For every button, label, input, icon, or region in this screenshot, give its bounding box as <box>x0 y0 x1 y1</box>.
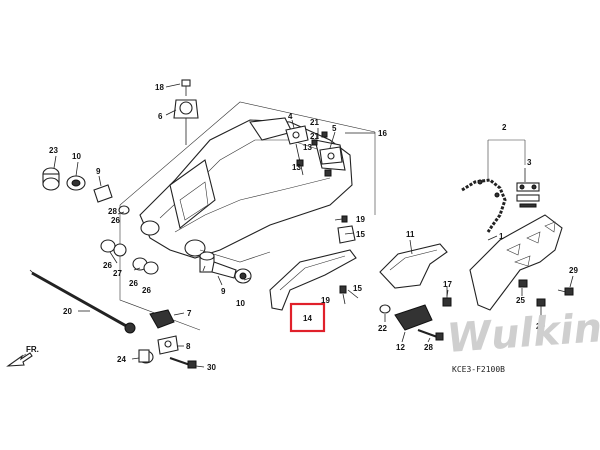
callout-25: 25 <box>516 296 525 305</box>
callout-24: 24 <box>117 355 126 364</box>
callout-30: 30 <box>207 363 216 372</box>
callout-9: 9 <box>96 167 101 176</box>
front-arrow-icon <box>6 352 33 367</box>
callout-26: 26 <box>103 261 112 270</box>
callout-26: 26 <box>129 279 138 288</box>
collar-9-upper <box>93 184 113 203</box>
callout-17: 17 <box>443 280 452 289</box>
callout-10: 10 <box>72 152 81 161</box>
callout-18: 18 <box>155 83 164 92</box>
callout-27: 27 <box>113 269 122 278</box>
callout-11: 11 <box>406 230 415 239</box>
callout-labels: 18 6 4 21 5 21 13 16 23 10 9 13 26 28 19… <box>49 83 578 372</box>
block-7 <box>149 309 175 329</box>
master-link-3 <box>516 182 540 208</box>
callout-1: 1 <box>499 232 504 241</box>
chain-guide-slider-11 <box>379 243 448 289</box>
callout-16: 16 <box>378 129 387 138</box>
callout-2: 2 <box>502 123 507 132</box>
bolt-30 <box>169 357 197 369</box>
callout-4: 4 <box>288 112 293 121</box>
callout-15: 15 <box>353 284 362 293</box>
watermark: Wulkina <box>445 303 600 362</box>
drive-chain-2 <box>461 178 507 233</box>
collar-24 <box>138 349 154 364</box>
guide-block-12 <box>394 304 433 331</box>
callout-23: 23 <box>49 146 58 155</box>
bolt-28 <box>417 329 444 341</box>
callout-7: 7 <box>187 309 192 318</box>
pivot-shaft-20 <box>29 269 136 334</box>
leader-lines <box>53 83 574 368</box>
chain-guide-1 <box>469 214 563 311</box>
bearing-10 <box>66 175 86 191</box>
bolt-18 <box>181 79 191 96</box>
callout-8: 8 <box>186 342 191 351</box>
callout-26: 26 <box>111 216 120 225</box>
callout-13: 13 <box>292 163 301 172</box>
bushing-6 <box>173 99 199 145</box>
callout-22: 22 <box>378 324 387 333</box>
bolt-25 <box>518 279 546 316</box>
collar-23 <box>42 167 60 191</box>
chain-adjuster-5 <box>311 131 343 177</box>
callout-6: 6 <box>158 112 163 121</box>
callout-28: 28 <box>108 207 117 216</box>
callout-20: 20 <box>63 307 72 316</box>
chain-adjuster-4 <box>285 125 309 176</box>
callout-15: 15 <box>356 230 365 239</box>
callout-19: 19 <box>356 215 365 224</box>
highlight-box-14 <box>289 302 326 333</box>
bolt-29 <box>557 287 574 296</box>
callout-9: 9 <box>221 287 226 296</box>
callout-19: 19 <box>321 296 330 305</box>
swingarm <box>139 117 353 263</box>
chain-slider-14 <box>269 215 357 311</box>
callout-14: 14 <box>303 314 312 323</box>
callout-3: 3 <box>527 158 532 167</box>
drawing-code: KCE3-F2100B <box>452 365 505 374</box>
collar-8 <box>157 335 179 355</box>
callout-28: 28 <box>424 343 433 352</box>
callout-13: 13 <box>303 143 312 152</box>
callout-26: 26 <box>142 286 151 295</box>
callout-10: 10 <box>236 299 245 308</box>
washer-22 <box>379 304 391 314</box>
callout-5: 5 <box>332 124 337 133</box>
callout-12: 12 <box>396 343 405 352</box>
front-label: FR. <box>26 345 39 354</box>
callout-29: 29 <box>569 266 578 275</box>
callout-21: 21 <box>310 118 319 127</box>
callout-21: 21 <box>310 132 319 141</box>
callout-29: 29 <box>536 322 545 331</box>
seals-and-bearings-left <box>100 205 252 284</box>
